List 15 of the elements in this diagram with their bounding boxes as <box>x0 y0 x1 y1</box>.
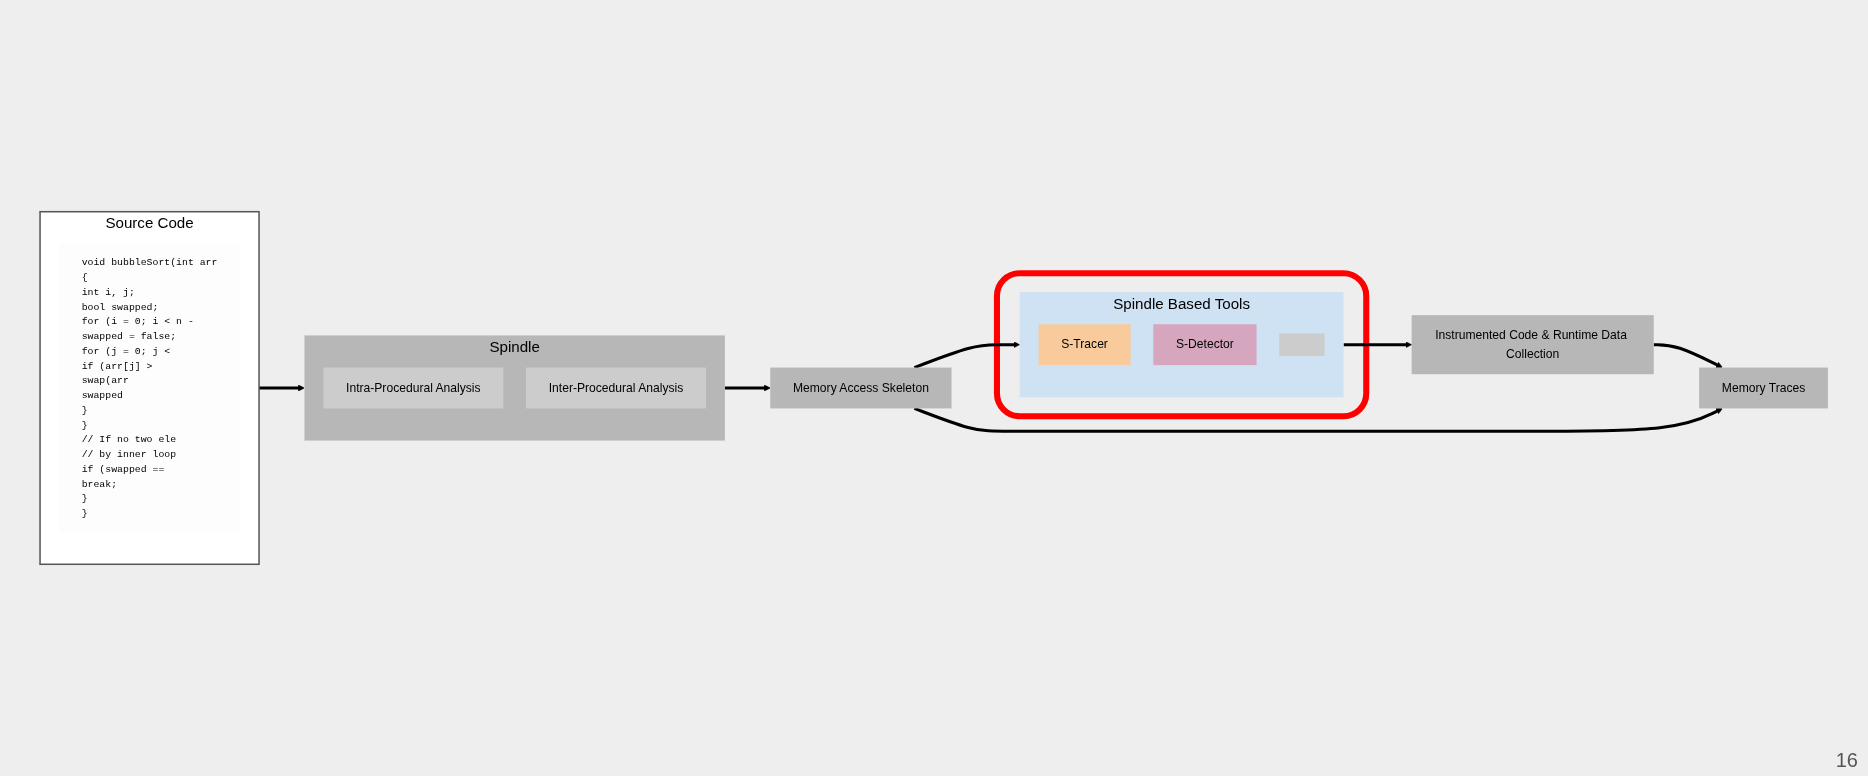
node-box: Memory Traces <box>1699 367 1828 409</box>
page-number: 16 <box>1835 749 1858 771</box>
arrow <box>724 384 771 392</box>
node-box: Instrumented Code & Runtime Data Collection <box>1411 315 1654 375</box>
arrow <box>913 341 1020 369</box>
arrow <box>1653 343 1723 368</box>
arrow <box>259 384 305 392</box>
node-box: S-Tracer <box>1038 324 1131 366</box>
arrow <box>913 407 1723 433</box>
node-box: S-Detector <box>1153 324 1257 366</box>
arrow <box>1343 341 1412 348</box>
node-box <box>1279 333 1325 357</box>
node-text: void bubbleSort(int arr { int i, j; bool swapped; for (i = 0; i < n - swapped = false; for (j = 0; j < if (arr[j] > swap(arr swapped } } // If no two ele // by inner loop if (swapped == break; } } <box>81 256 218 519</box>
cluster <box>993 270 1370 420</box>
node-box: Memory Access Skeleton <box>770 367 952 409</box>
